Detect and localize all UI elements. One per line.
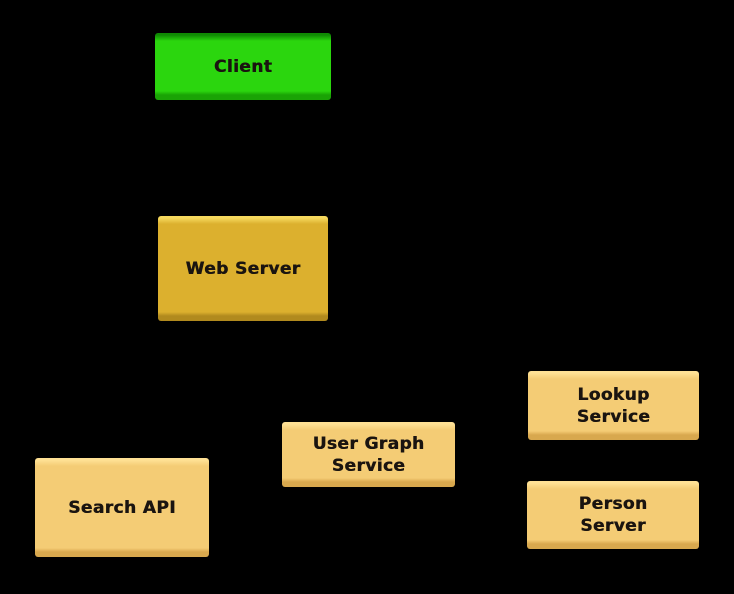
web-server-label: Web Server [186, 258, 301, 280]
lookup-service-label-line: Service [576, 406, 651, 427]
client-node: Client [155, 33, 331, 100]
lookup-service-label-line: Lookup [577, 384, 650, 405]
person-server-label-line: Person [578, 494, 648, 514]
search-api-label-line: Search API [68, 497, 176, 518]
search-api-label: Search API [68, 497, 176, 519]
search-api-node: Search API [35, 458, 209, 557]
client-label: Client [214, 56, 272, 78]
user-graph-service-label-line: Service [331, 455, 406, 476]
user-graph-service-label-line: User Graph [312, 433, 425, 454]
client-label-line: Client [213, 56, 273, 77]
web-server-node: Web Server [158, 216, 328, 321]
web-server-label-line: Web Server [185, 258, 301, 279]
person-server-label-line: Server [580, 516, 646, 536]
